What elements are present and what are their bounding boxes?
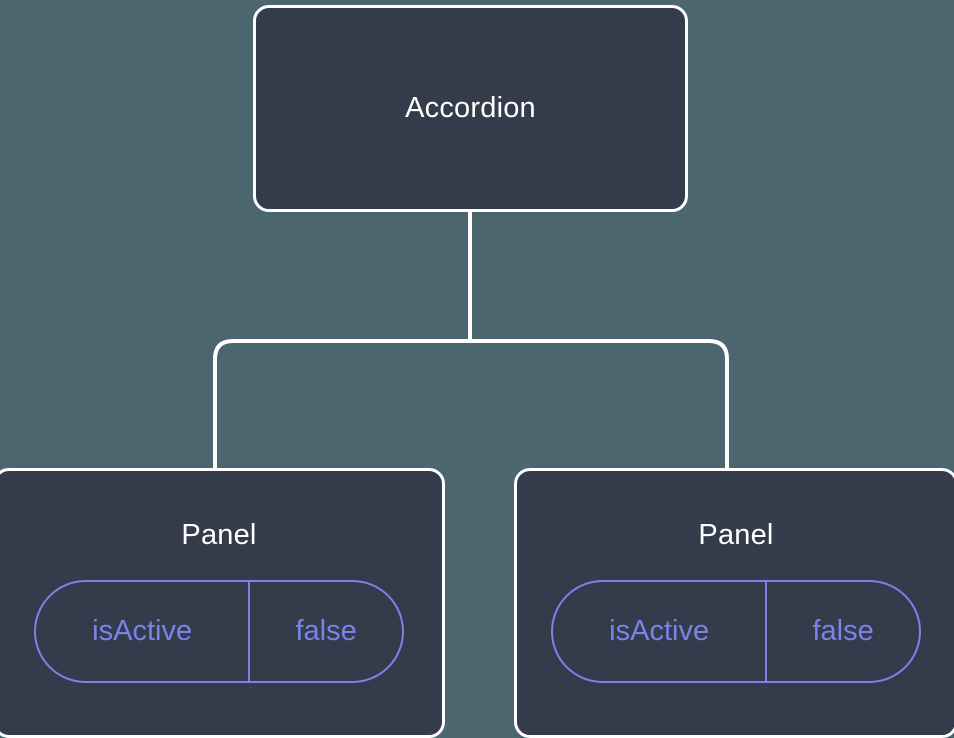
state-value: false	[812, 615, 874, 647]
state-badge[interactable]: isActive false	[551, 580, 921, 683]
connector-bus-left	[213, 339, 470, 472]
node-title: Panel	[181, 519, 257, 551]
node-title: Panel	[698, 519, 774, 551]
state-badge[interactable]: isActive false	[34, 580, 404, 683]
state-key: isActive	[36, 582, 251, 681]
state-key: isActive	[553, 582, 768, 681]
node-title: Accordion	[405, 92, 536, 124]
state-value: false	[295, 615, 357, 647]
tree-node-panel-left[interactable]: Panel isActive false	[0, 468, 445, 738]
tree-node-accordion[interactable]: Accordion	[253, 5, 688, 212]
tree-node-panel-right[interactable]: Panel isActive false	[514, 468, 954, 738]
connector-bus-right	[470, 339, 729, 472]
